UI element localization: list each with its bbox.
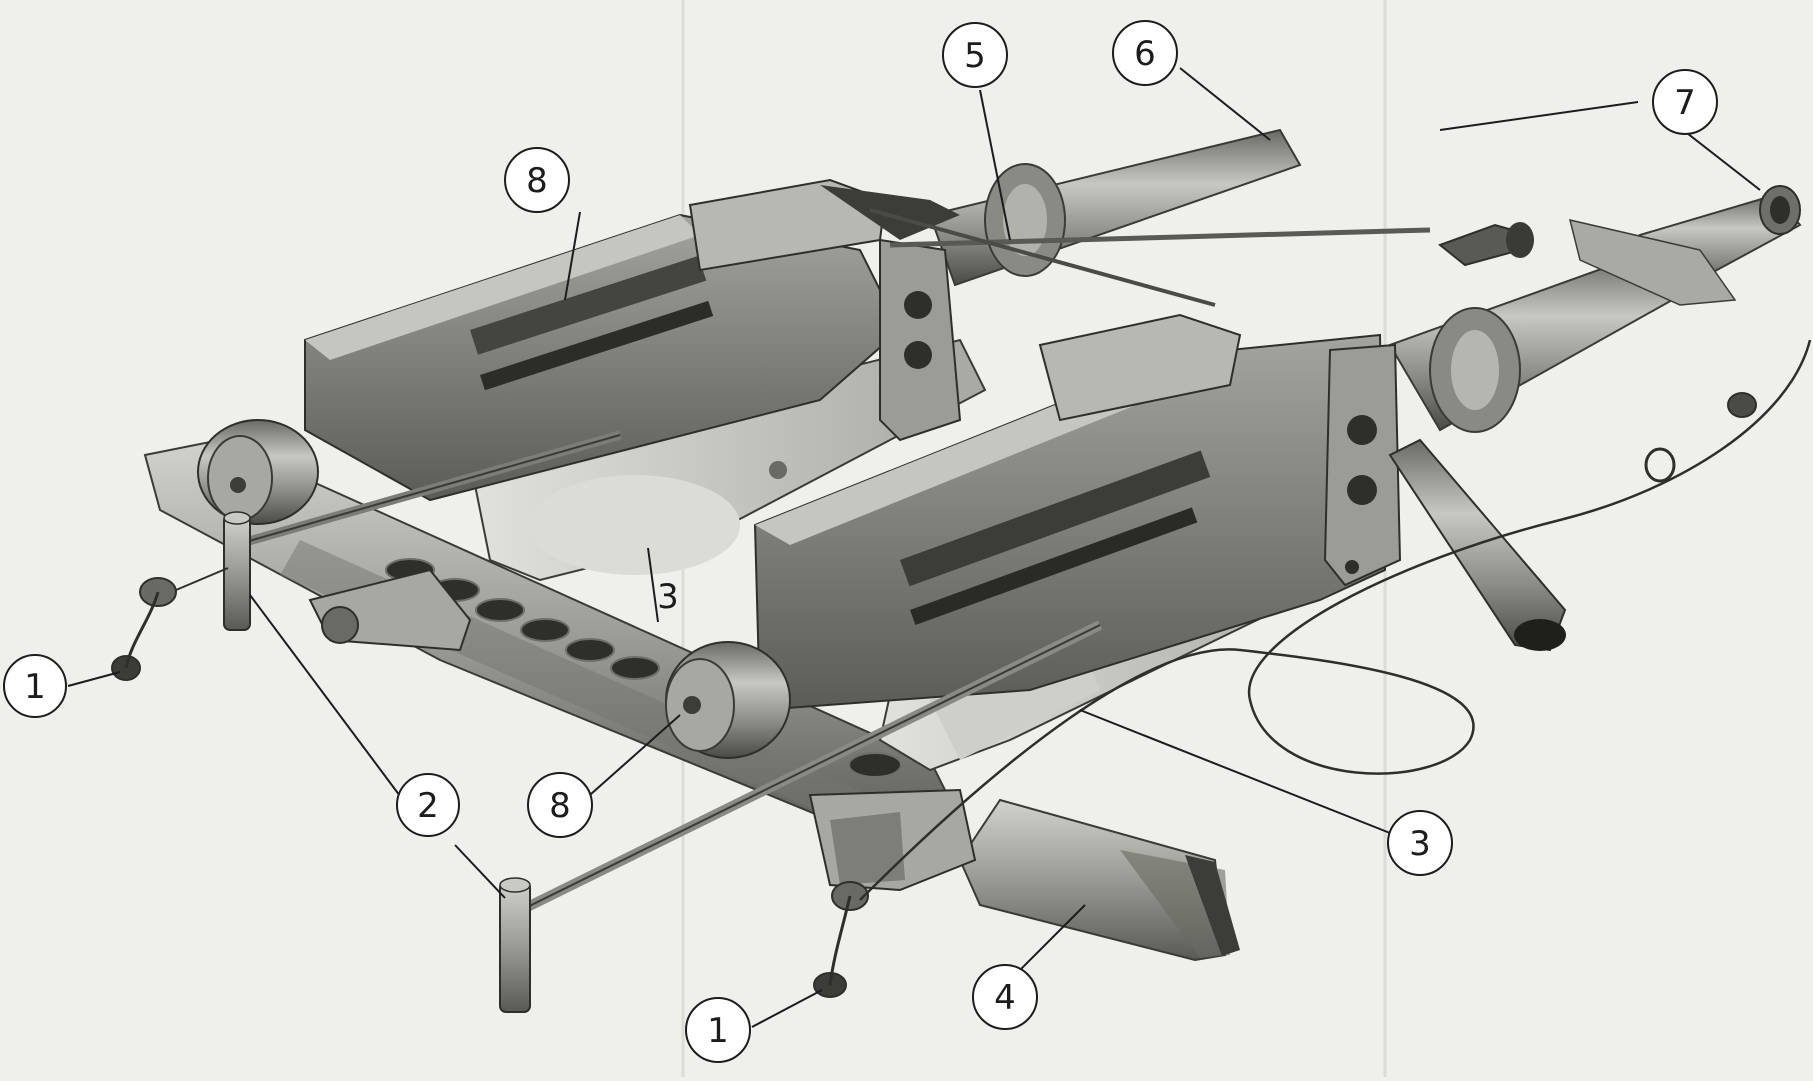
callout-3-left-label: 3 <box>657 577 679 617</box>
lever-bracket-upper <box>308 568 472 652</box>
leader-lines <box>67 67 1761 1028</box>
callout-7-label: 7 <box>1674 83 1696 123</box>
callout-1-upper-label: 1 <box>24 667 46 707</box>
callout-7: 7 <box>1652 69 1718 135</box>
callout-8-upper-label: 8 <box>526 161 548 201</box>
callout-5: 5 <box>942 22 1008 88</box>
callout-1-lower: 1 <box>685 997 751 1063</box>
cable-loop <box>859 339 1812 901</box>
callout-6: 6 <box>1112 20 1178 86</box>
trigger-clip-lower <box>813 881 869 998</box>
control-rods <box>233 208 1431 923</box>
trigger-clip-upper <box>111 567 229 681</box>
callout-8-lower-label: 8 <box>549 786 571 826</box>
lever-bracket-lower <box>808 788 977 892</box>
cable-connector <box>1644 392 1757 483</box>
callout-6-label: 6 <box>1134 34 1156 74</box>
firing-piston-upper <box>223 511 251 631</box>
side-plate-left <box>468 338 987 582</box>
callouts: 1 2 3 8 5 6 7 8 <box>3 20 1718 1063</box>
callout-4: 4 <box>972 964 1038 1030</box>
firing-piston-lower <box>499 877 531 1013</box>
callout-1-lower-label: 1 <box>707 1011 729 1051</box>
callout-8-upper: 8 <box>504 147 570 213</box>
callout-1-upper: 1 <box>3 654 67 718</box>
callout-2: 2 <box>396 773 460 837</box>
callout-8-lower: 8 <box>527 772 593 838</box>
callout-2-label: 2 <box>417 786 439 826</box>
front-gun <box>665 185 1802 759</box>
callout-3-right: 3 <box>1387 810 1453 876</box>
callout-3-left: 3 <box>657 577 679 617</box>
rear-gun <box>197 128 1302 525</box>
callout-3-right-label: 3 <box>1409 824 1431 864</box>
lower-cradle-arm <box>958 798 1240 962</box>
callout-4-label: 4 <box>994 978 1016 1018</box>
sight-bracket <box>1437 222 1534 267</box>
callout-5-label: 5 <box>964 36 986 76</box>
